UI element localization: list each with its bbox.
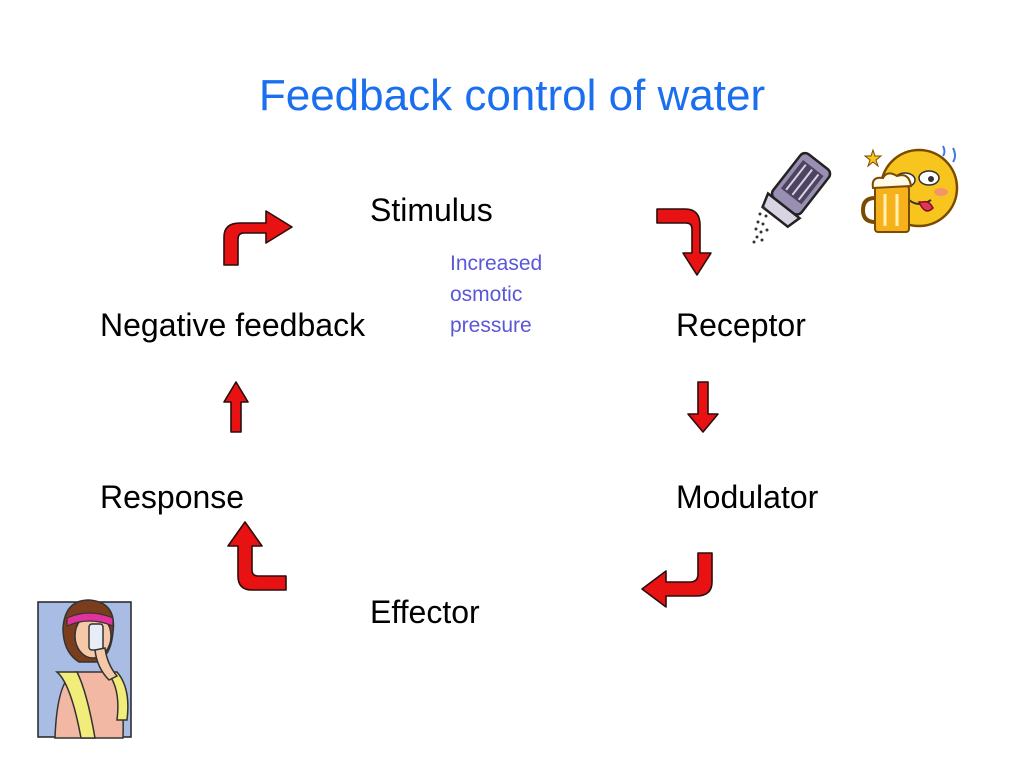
node-stimulus: Stimulus	[370, 192, 493, 228]
arrow-response-to-negative-feedback	[223, 381, 249, 433]
arrow-effector-to-response	[227, 521, 287, 591]
arrow-receptor-to-modulator	[687, 381, 719, 433]
node-receptor: Receptor	[676, 307, 806, 343]
woman-drinking-water-icon	[37, 599, 132, 739]
stimulus-note-line: osmotic	[450, 283, 523, 306]
slide-title: Feedback control of water	[258, 71, 766, 120]
arrow-negative-feedback-to-stimulus	[223, 210, 293, 266]
drunk-face-with-beer-icon	[860, 145, 959, 233]
stimulus-note-line: pressure	[450, 314, 532, 337]
node-effector: Effector	[370, 594, 480, 630]
node-modulator: Modulator	[676, 479, 819, 515]
arrow-stimulus-to-receptor	[656, 208, 712, 276]
stimulus-note: Increased osmotic pressure	[450, 248, 580, 341]
arrow-modulator-to-effector	[641, 552, 713, 608]
stimulus-note-line: Increased	[450, 252, 543, 275]
node-negative-feedback: Negative feedback	[100, 307, 366, 343]
node-response: Response	[100, 479, 245, 515]
salt-shaker-icon	[752, 151, 832, 244]
